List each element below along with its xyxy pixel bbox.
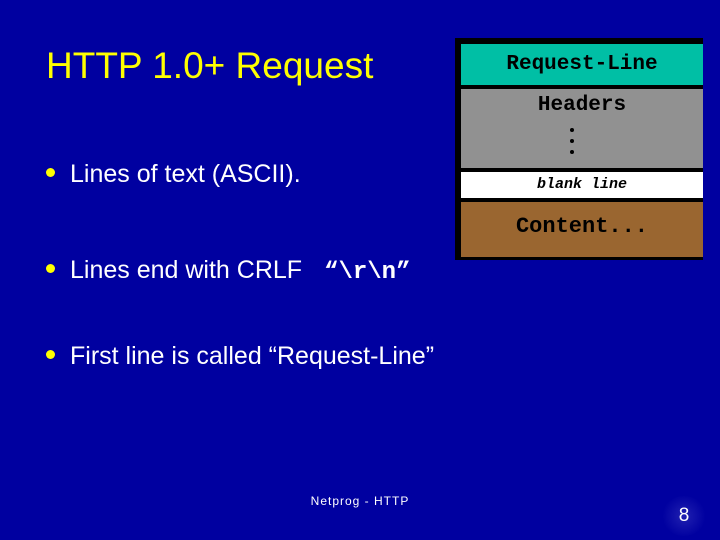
- bullet-dot-icon: [46, 168, 55, 177]
- vertical-ellipsis-icon: [461, 128, 703, 154]
- bullet-text: First line is called “Request-Line”: [70, 342, 435, 370]
- http-request-structure-diagram: Request-Line Headers blank line Content.…: [455, 38, 703, 260]
- page-title: HTTP 1.0+ Request: [46, 45, 374, 86]
- list-item: Lines of text (ASCII).: [46, 160, 301, 189]
- diagram-section-request-line: Request-Line: [461, 44, 703, 85]
- diagram-section-headers: Headers: [461, 89, 703, 168]
- diagram-section-headers-label: Headers: [537, 94, 627, 117]
- diagram-section-blank-line: blank line: [461, 172, 703, 198]
- list-item: First line is called “Request-Line”: [46, 342, 434, 371]
- diagram-section-content: Content...: [461, 202, 703, 257]
- bullet-text: Lines of text (ASCII).: [70, 160, 301, 188]
- slide-footer: Netprog - HTTP: [310, 494, 410, 508]
- page-number-area: 8: [662, 496, 706, 536]
- page-number-watermark-icon: [662, 496, 706, 536]
- page-number: 8: [678, 505, 690, 526]
- bullet-text: Lines end with CRLF: [70, 256, 303, 284]
- list-item: Lines end with CRLF “\r\n”: [46, 256, 410, 286]
- bullet-dot-icon: [46, 350, 55, 359]
- bullet-dot-icon: [46, 264, 55, 273]
- bullet-code-literal: “\r\n”: [324, 259, 411, 286]
